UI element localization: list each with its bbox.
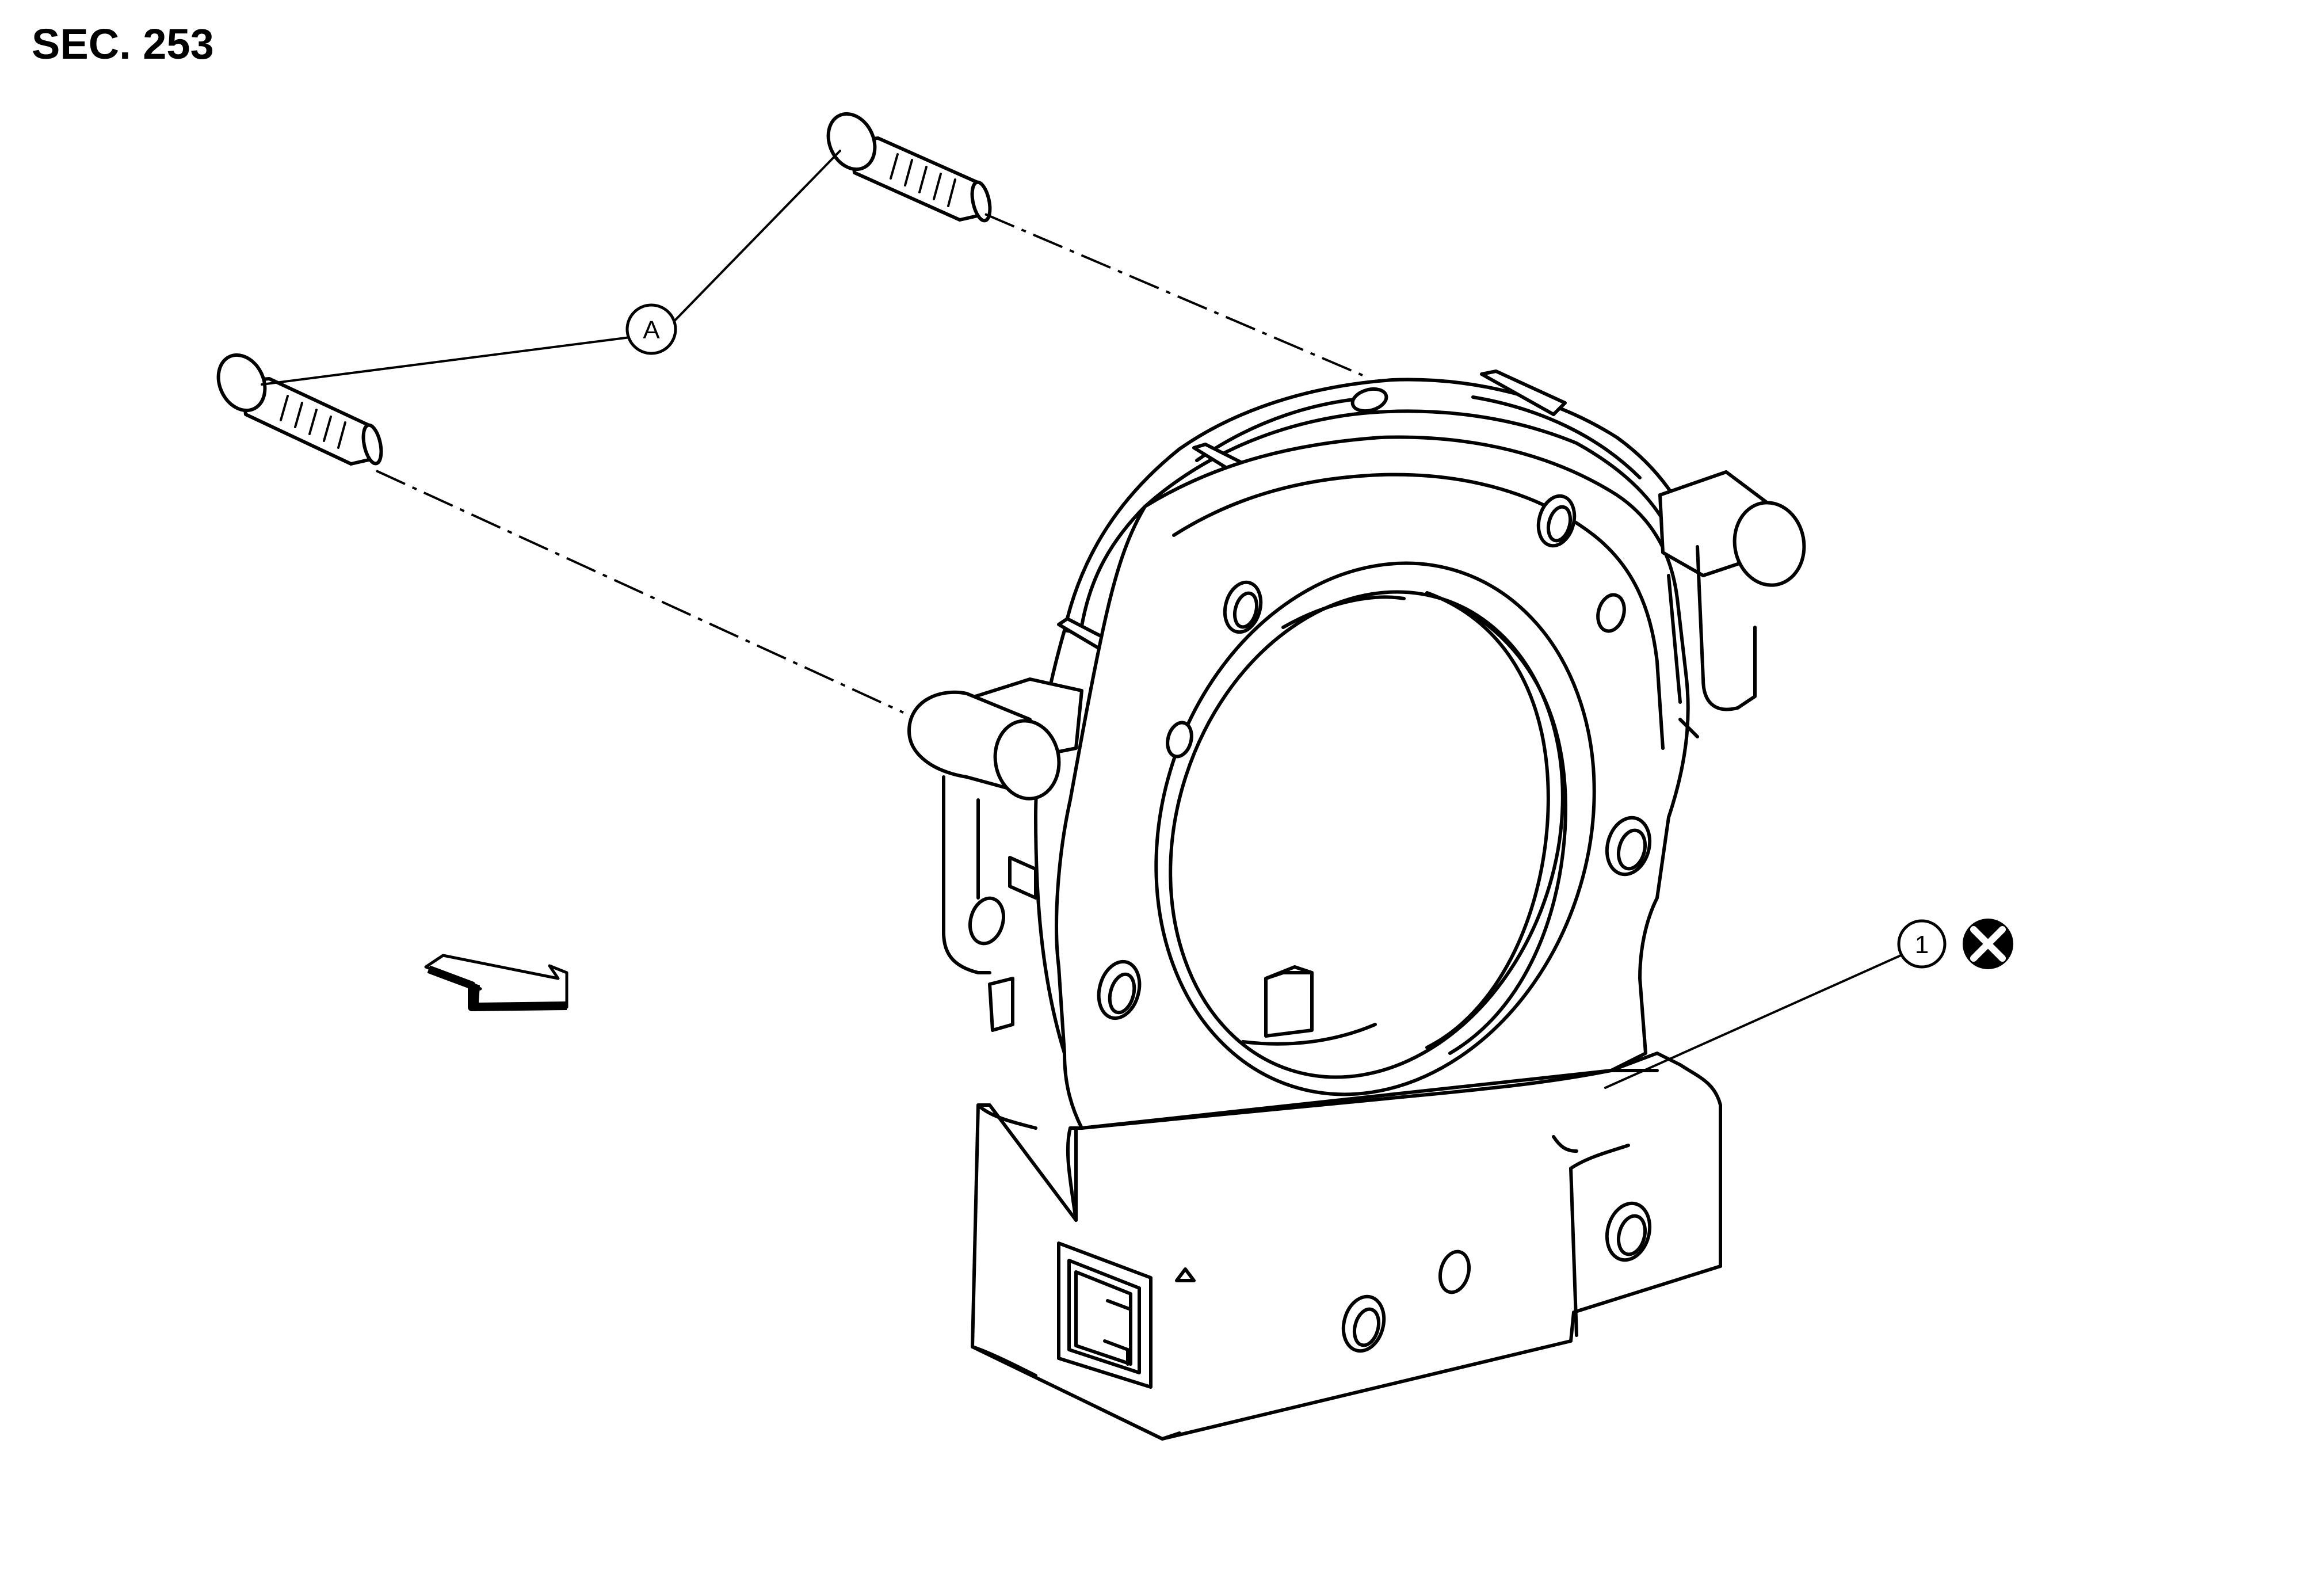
callout-a: A — [625, 303, 677, 355]
svg-text:A: A — [643, 316, 660, 344]
left-boss — [907, 677, 1083, 1032]
steering-angle-sensor — [907, 370, 1806, 1441]
upper-screw — [826, 112, 992, 223]
leader-1 — [1604, 953, 1905, 1089]
leader-a-lower — [261, 336, 631, 386]
flange-holes — [1097, 494, 1652, 1020]
leader-a-upper — [666, 150, 841, 329]
upper-alignment-line — [984, 213, 1363, 376]
lower-screw — [216, 353, 383, 466]
front-direction-arrow-icon — [424, 954, 568, 1011]
lower-alignment-line — [376, 470, 904, 714]
svg-text:1: 1 — [1915, 931, 1929, 959]
right-boss — [1658, 470, 1806, 738]
section-title: SEC. 253 — [32, 20, 214, 68]
connector-socket — [1057, 1241, 1153, 1389]
circled-x-icon — [1963, 919, 2013, 969]
callout-1: 1 — [1897, 919, 1947, 969]
